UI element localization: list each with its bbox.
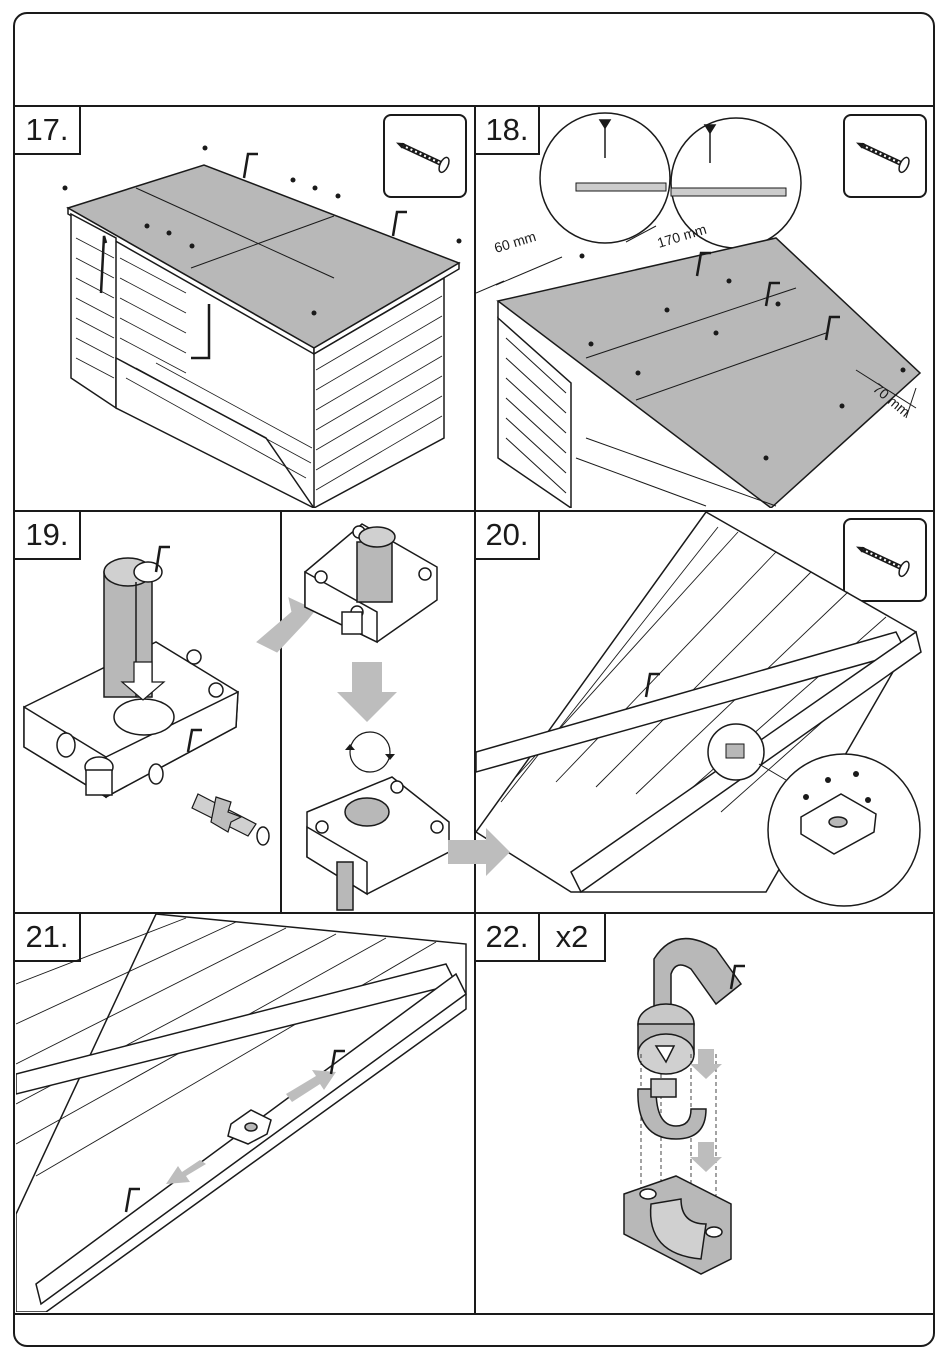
hinge-bracket-illustration-19b [237,512,473,912]
assembly-arrow-icon [690,1049,722,1079]
assembly-arrow-20 [448,822,518,882]
dimension-170mm: 170 mm [655,221,708,251]
dimension-60mm: 60 mm [492,228,538,256]
door-panel-illustration-20 [476,512,933,912]
shed-roof-illustration-18: 60 mm 170 mm 70 mm [476,108,933,508]
assembly-arrow-icon [337,662,397,722]
assembly-arrow-icon [448,828,510,876]
shed-roof-illustration-17 [16,108,472,508]
assembly-arrow-icon [690,1142,722,1172]
door-holder-illustration-22 [476,914,933,1312]
rotate-icon [345,732,395,772]
door-panel-illustration-21 [16,914,473,1312]
